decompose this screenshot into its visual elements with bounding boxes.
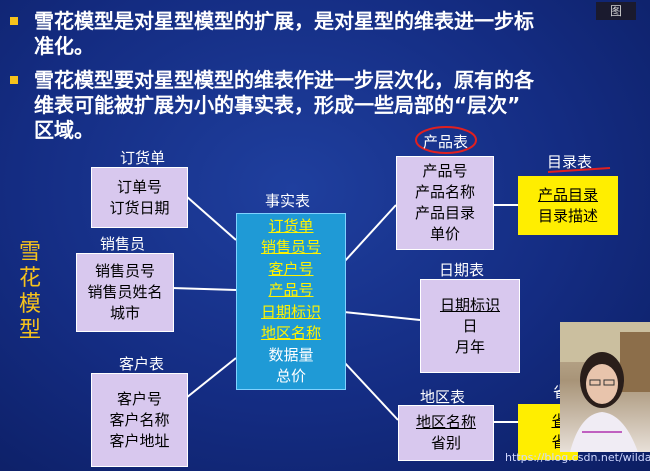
product-field: 产品目录 bbox=[414, 204, 475, 222]
fact-key-field: 产品号 bbox=[268, 281, 314, 299]
bullet-1-line-1: 雪花模型是对星型模型的扩展，是对星型的维表进一步标 bbox=[34, 9, 534, 33]
fact-key-field: 订货单 bbox=[268, 216, 314, 235]
customer-field: 客户地址 bbox=[109, 431, 170, 450]
sales-field: 销售员姓名 bbox=[87, 283, 163, 301]
product-table-box: 产品号 产品名称 产品目录 单价 bbox=[396, 156, 494, 250]
fact-table-box: 订货单 销售员号 客户号 产品号 日期标识 地区名称 数据量 总价 bbox=[236, 213, 346, 390]
product-table-title: 产品表 bbox=[423, 133, 469, 151]
presenter-webcam bbox=[560, 322, 650, 452]
fact-key-field: 日期标识 bbox=[260, 302, 321, 321]
customer-field: 客户号 bbox=[116, 389, 162, 408]
catalog-field: 目录描述 bbox=[537, 206, 598, 225]
catalog-table-title: 目录表 bbox=[547, 153, 593, 171]
line-sales-fact bbox=[171, 287, 237, 291]
catalog-field: 产品目录 bbox=[537, 185, 598, 204]
product-field: 产品名称 bbox=[414, 183, 475, 201]
order-table-title: 订货单 bbox=[120, 149, 166, 167]
toolbar-corner[interactable]: 图 bbox=[596, 2, 636, 20]
presenter-avatar-icon bbox=[560, 322, 650, 452]
fact-key-field: 销售员号 bbox=[260, 238, 321, 256]
product-field: 单价 bbox=[429, 225, 460, 243]
fact-key-field: 客户号 bbox=[268, 259, 314, 278]
region-table-title: 地区表 bbox=[420, 388, 466, 406]
line-fact-date bbox=[343, 311, 421, 321]
bullet-square-icon bbox=[10, 17, 18, 25]
date-table-box: 日期标识 日 月年 bbox=[420, 279, 520, 373]
line-customer-fact bbox=[185, 357, 237, 399]
customer-table-title: 客户表 bbox=[119, 355, 165, 373]
vertical-title-char: 雪 bbox=[18, 240, 41, 265]
sales-field: 城市 bbox=[109, 304, 140, 322]
bullet-square-icon bbox=[10, 76, 18, 84]
order-field: 订货日期 bbox=[109, 198, 170, 217]
fact-measure-field: 数据量 bbox=[268, 345, 314, 364]
sales-table-title: 销售员 bbox=[100, 235, 146, 253]
bullet-2: 雪花模型要对星型模型的维表作进一步层次化，原有的各 维表可能被扩展为小的事实表，… bbox=[10, 68, 630, 143]
fact-table-title: 事实表 bbox=[265, 192, 311, 210]
catalog-table-box: 产品目录 目录描述 bbox=[518, 176, 618, 235]
region-field: 省别 bbox=[430, 434, 461, 452]
sales-field: 销售员号 bbox=[94, 262, 155, 280]
bullet-2-line-3: 区域。 bbox=[34, 118, 94, 142]
date-field: 日 bbox=[462, 316, 478, 335]
vertical-title: 雪 花 模 型 bbox=[15, 240, 45, 344]
order-table-box: 订单号 订货日期 bbox=[91, 167, 188, 228]
line-order-fact bbox=[185, 195, 237, 241]
red-underline-mark bbox=[547, 167, 611, 173]
line-fact-region bbox=[343, 361, 399, 421]
red-circle-mark bbox=[415, 126, 477, 154]
fact-key-field: 地区名称 bbox=[260, 324, 321, 342]
bullet-2-line-2: 维表可能被扩展为小的事实表，形成一些局部的“层次” bbox=[34, 93, 521, 117]
region-field: 地区名称 bbox=[415, 413, 476, 431]
product-field: 产品号 bbox=[422, 162, 468, 180]
customer-table-box: 客户号 客户名称 客户地址 bbox=[91, 373, 188, 467]
region-table-box: 地区名称 省别 bbox=[398, 405, 494, 461]
sales-table-box: 销售员号 销售员姓名 城市 bbox=[76, 253, 174, 332]
watermark: https://blog.csdn.net/wildand bbox=[505, 451, 650, 464]
vertical-title-char: 模 bbox=[18, 292, 41, 317]
vertical-title-char: 花 bbox=[18, 266, 41, 291]
order-field: 订单号 bbox=[116, 177, 162, 196]
date-table-title: 日期表 bbox=[439, 261, 485, 279]
bullet-1-line-2: 准化。 bbox=[34, 34, 94, 58]
date-field: 日期标识 bbox=[439, 295, 500, 314]
fact-measure-field: 总价 bbox=[275, 367, 306, 385]
line-fact-product bbox=[343, 204, 397, 263]
vertical-title-char: 型 bbox=[18, 318, 41, 343]
bullet-2-line-1: 雪花模型要对星型模型的维表作进一步层次化，原有的各 bbox=[34, 68, 534, 92]
date-field: 月年 bbox=[454, 337, 485, 356]
bullet-1: 雪花模型是对星型模型的扩展，是对星型的维表进一步标 准化。 bbox=[10, 9, 630, 59]
customer-field: 客户名称 bbox=[109, 410, 170, 429]
